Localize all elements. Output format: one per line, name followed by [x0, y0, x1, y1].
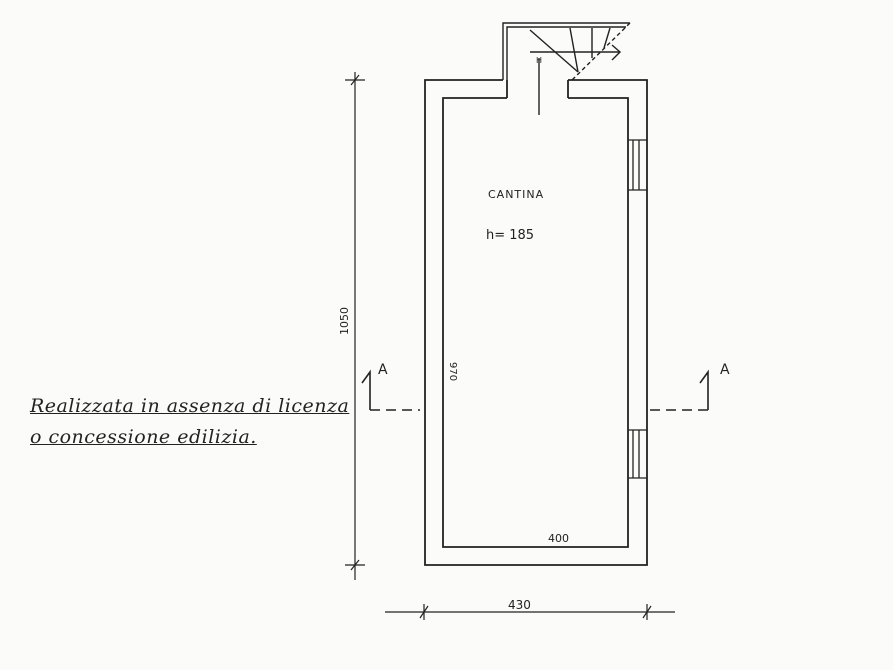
note-line-2: o concessione edilizia. — [30, 426, 257, 448]
dim-total-width: 430 — [508, 598, 531, 612]
dimension-vertical — [345, 72, 365, 580]
note-line-1: Realizzata in assenza di licenza — [30, 395, 350, 417]
staircase — [502, 22, 631, 115]
room-height: h= 185 — [486, 228, 534, 243]
dim-total-height: 1050 — [338, 307, 351, 335]
dim-inner-height: 970 — [447, 362, 458, 381]
window-lower — [628, 429, 647, 479]
section-label-left: A — [378, 362, 388, 378]
room-label: CANTINA — [488, 188, 544, 201]
dimension-horizontal — [385, 604, 675, 620]
stair-label: H — [536, 56, 542, 65]
dim-inner-width: 400 — [548, 532, 569, 545]
window-upper — [628, 139, 647, 191]
outer-wall — [424, 79, 648, 566]
section-label-right: A — [720, 362, 730, 378]
section-marker-right — [650, 369, 709, 411]
section-marker-left — [361, 369, 420, 411]
